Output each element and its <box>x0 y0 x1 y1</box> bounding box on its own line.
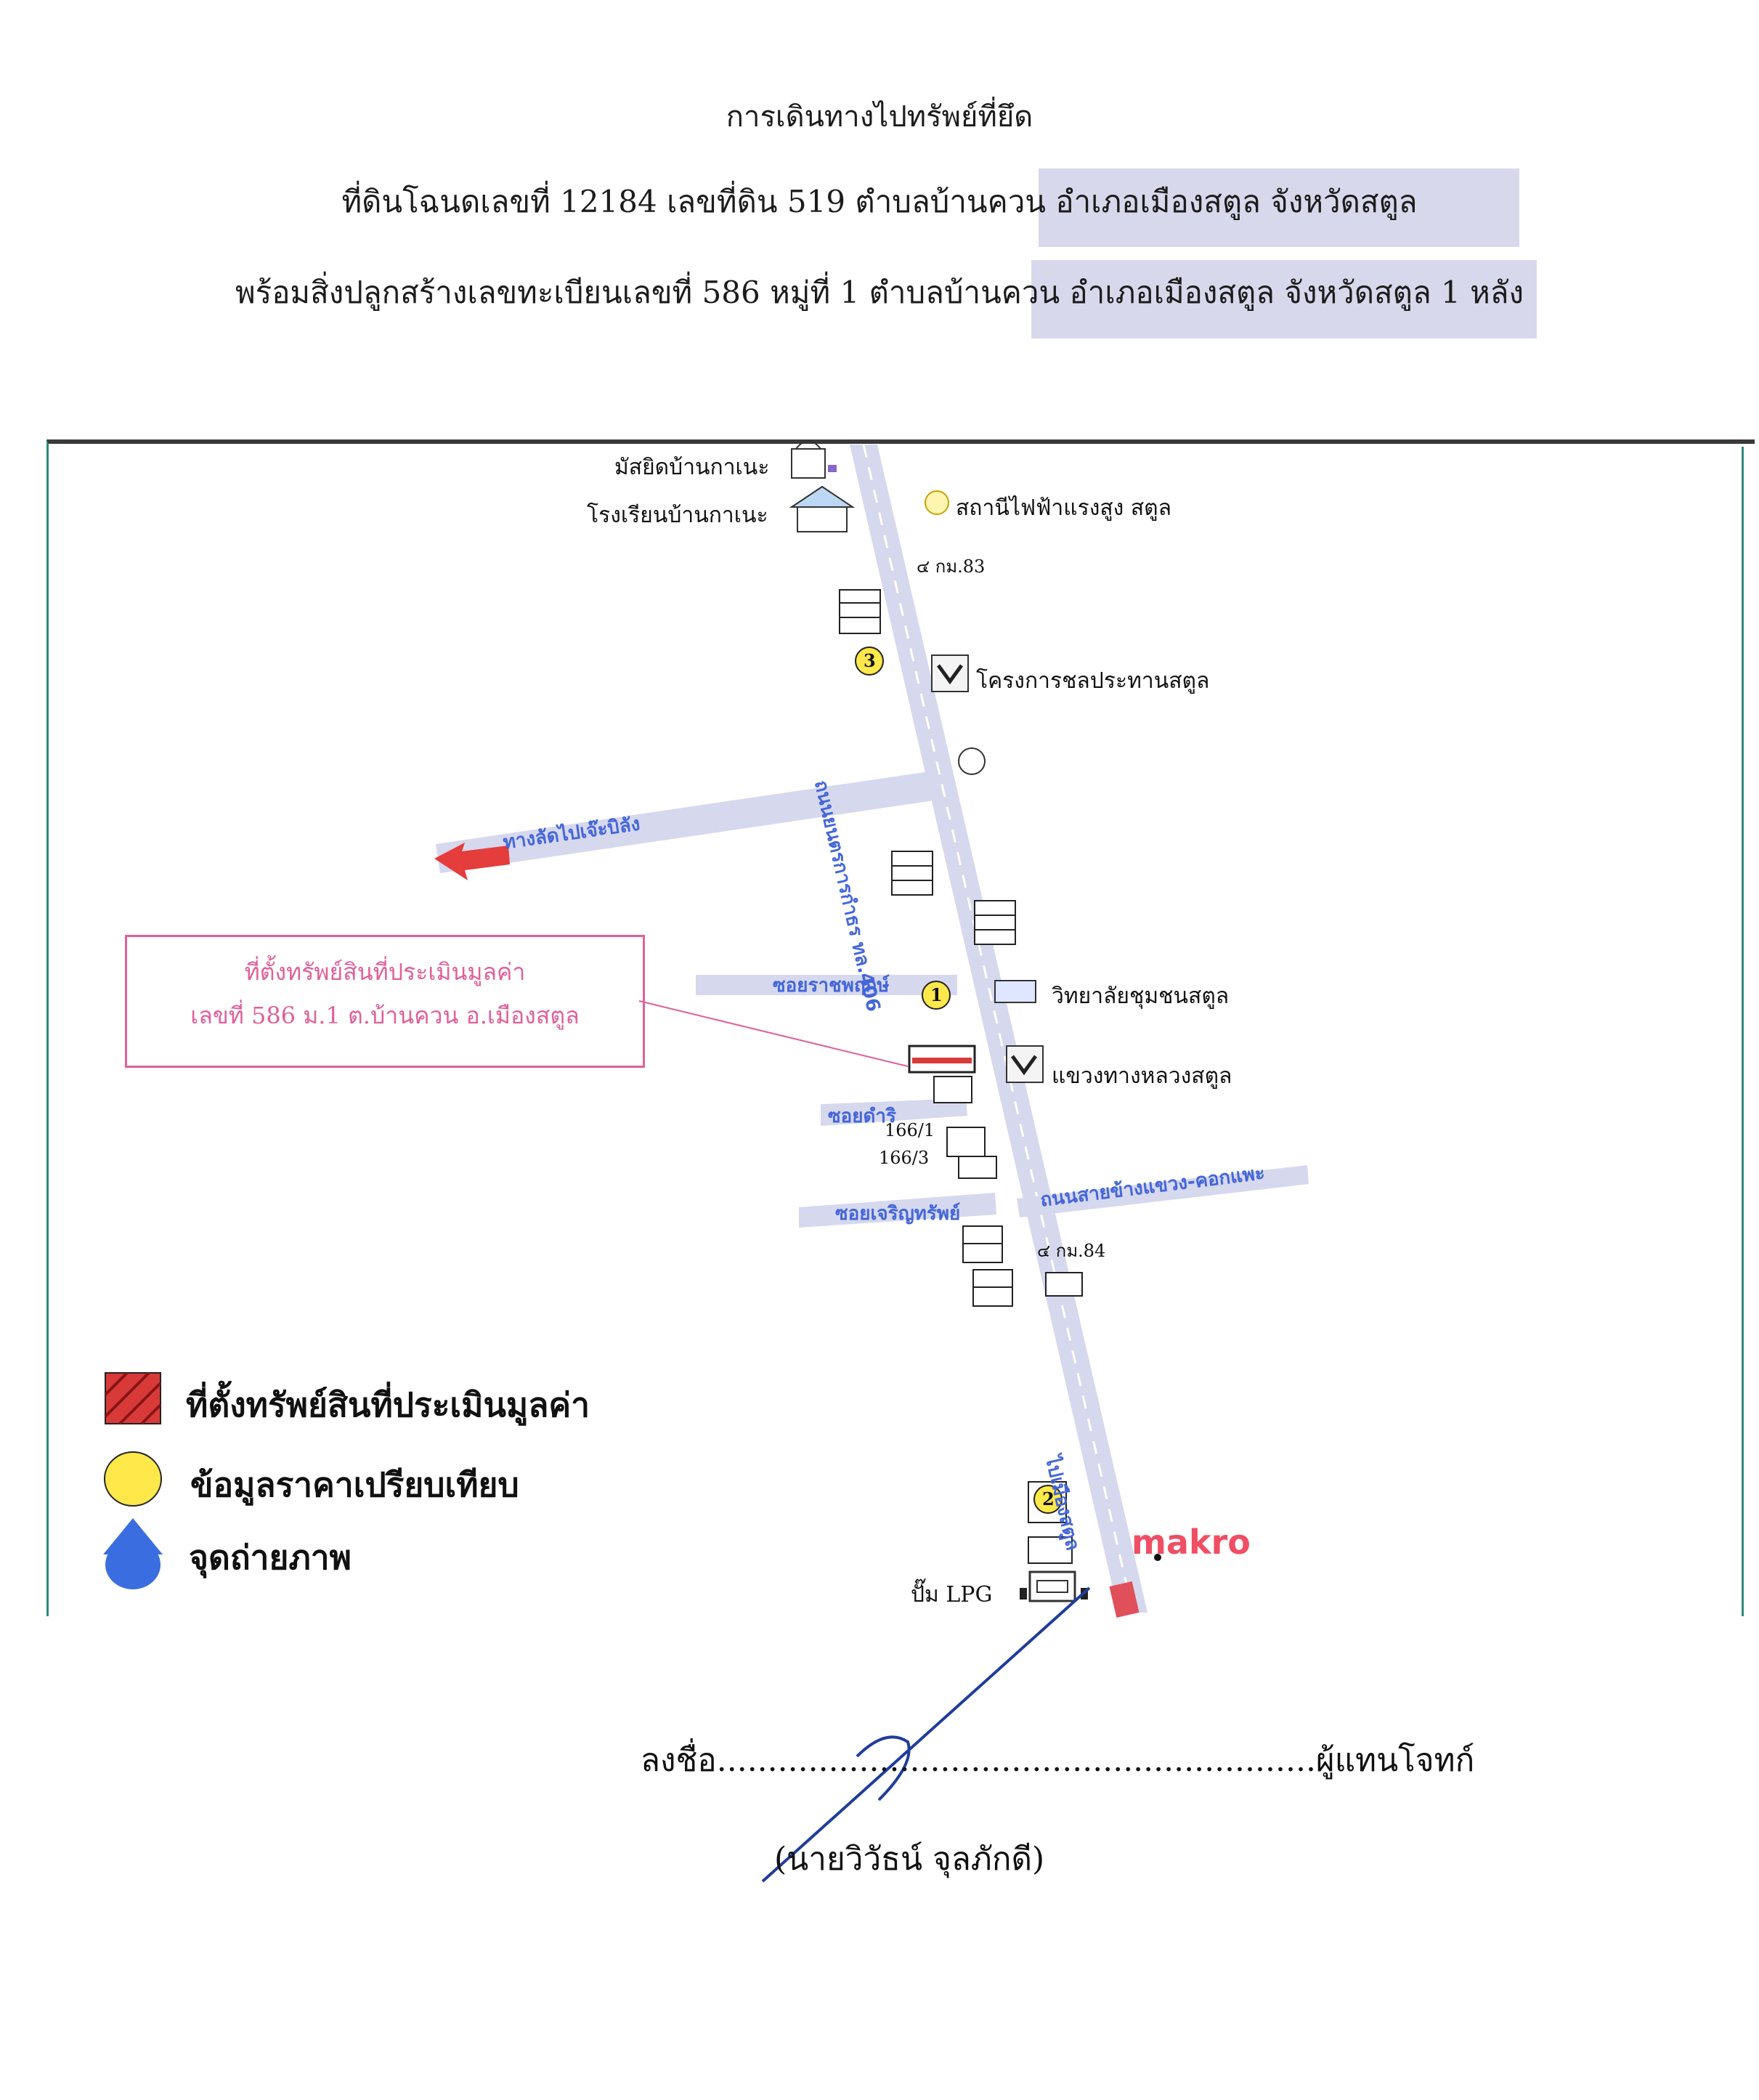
shortcut-road <box>436 771 934 873</box>
mosque-icon <box>791 440 837 479</box>
callout-line-2: เลขที่ 586 ม.1 ต.บ้านควน อ.เมืองสตูล <box>190 1002 580 1029</box>
signature-line: ลงชื่อ..................................… <box>641 1742 1475 1779</box>
legend-property-label: ที่ตั้งทรัพย์สินที่ประเมินมูลค่า <box>186 1385 590 1424</box>
label-lpg: ปั๊ม LPG <box>911 1582 993 1608</box>
map-frame <box>46 439 1755 1616</box>
label-km83: ๔ กม.83 <box>917 556 986 577</box>
building-blocks <box>839 589 1083 1564</box>
soi-charoen-road <box>799 1193 996 1228</box>
property-callout: ที่ตั้งทรัพย์สินที่ประเมินมูลค่า เลขที่ … <box>125 935 645 1068</box>
page-title: การเดินทางไปทรัพย์ที่ยึด <box>726 100 1033 134</box>
label-school: โรงเรียนบ้านกาเนะ <box>587 503 768 528</box>
label-soi-charoen: ซอยเจริญทรัพย์ <box>835 1203 961 1225</box>
label-highways: แขวงทางหลวงสตูล <box>1052 1063 1232 1089</box>
building-hatching <box>840 602 1015 1288</box>
makro-logo: makro <box>1132 1523 1251 1562</box>
label-mosque: มัสยิดบ้านกาเนะ <box>614 455 770 480</box>
college-icon <box>994 980 1036 1003</box>
route-end-marker <box>1109 1581 1140 1618</box>
label-km84: ๔ กม.84 <box>1037 1241 1106 1261</box>
shortcut-arrow <box>434 843 510 880</box>
signatory-name: (นายวิวัธน์ จุลภักดี) <box>774 1841 1045 1878</box>
marker-1-label: 1 <box>930 984 943 1005</box>
legend-hatch <box>104 1371 162 1425</box>
signature-stroke <box>761 1586 1091 1883</box>
legend-comparison-swatch <box>104 1451 162 1507</box>
soi-dam-road <box>821 1098 967 1126</box>
highlight-band <box>1031 260 1537 338</box>
legend-photo-label: จุดถ่ายภาพ <box>189 1538 352 1577</box>
legend-property-swatch <box>105 1372 161 1424</box>
map-frame-edge <box>1742 447 1744 1616</box>
temple-icon <box>958 747 986 775</box>
comparison-markers <box>855 646 1063 1514</box>
label-substation: สถานีไฟฟ้าแรงสูง สตูล <box>956 495 1172 521</box>
highlight-band <box>1039 169 1519 247</box>
label-house-166-1: 166/1 <box>885 1120 935 1140</box>
callout-line-1: ที่ตั้งทรัพย์สินที่ประเมินมูลค่า <box>244 958 526 986</box>
label-college: วิทยาลัยชุมชนสตูล <box>1052 984 1230 1009</box>
property-fill <box>912 1058 972 1063</box>
marker-3-label: 3 <box>864 650 876 671</box>
khok-phe-road <box>1017 1165 1309 1217</box>
marker-2-label: 2 <box>1042 1488 1055 1509</box>
irrigation-icon <box>931 654 969 692</box>
label-irrigation: โครงการชลประทานสตูล <box>976 668 1210 694</box>
substation-icon <box>925 490 949 515</box>
main-road <box>850 445 1147 1613</box>
building-line: พร้อมสิ่งปลูกสร้างเลขทะเบียนเลขที่ 586 ห… <box>235 275 1524 310</box>
label-soi-dam: ซอยดำริ <box>828 1106 896 1127</box>
deed-line: ที่ดินโฉนดเลขที่ 12184 เลขที่ดิน 519 ตำบ… <box>341 184 1418 219</box>
legend-comparison-label: ข้อมูลราคาเปรียบเทียบ <box>190 1465 519 1504</box>
soi-rat-road <box>696 975 957 995</box>
makro-dot <box>1154 1554 1161 1561</box>
callout-connector <box>638 1000 909 1067</box>
legend-photo-swatch-base <box>105 1540 161 1589</box>
label-soi-rat: ซอยราชพฤกษ์ <box>773 975 890 997</box>
school-icon <box>789 485 856 532</box>
label-house-166-3: 166/3 <box>879 1148 930 1168</box>
highways-icon <box>1006 1045 1044 1083</box>
gas-station-icon <box>1020 1570 1088 1602</box>
